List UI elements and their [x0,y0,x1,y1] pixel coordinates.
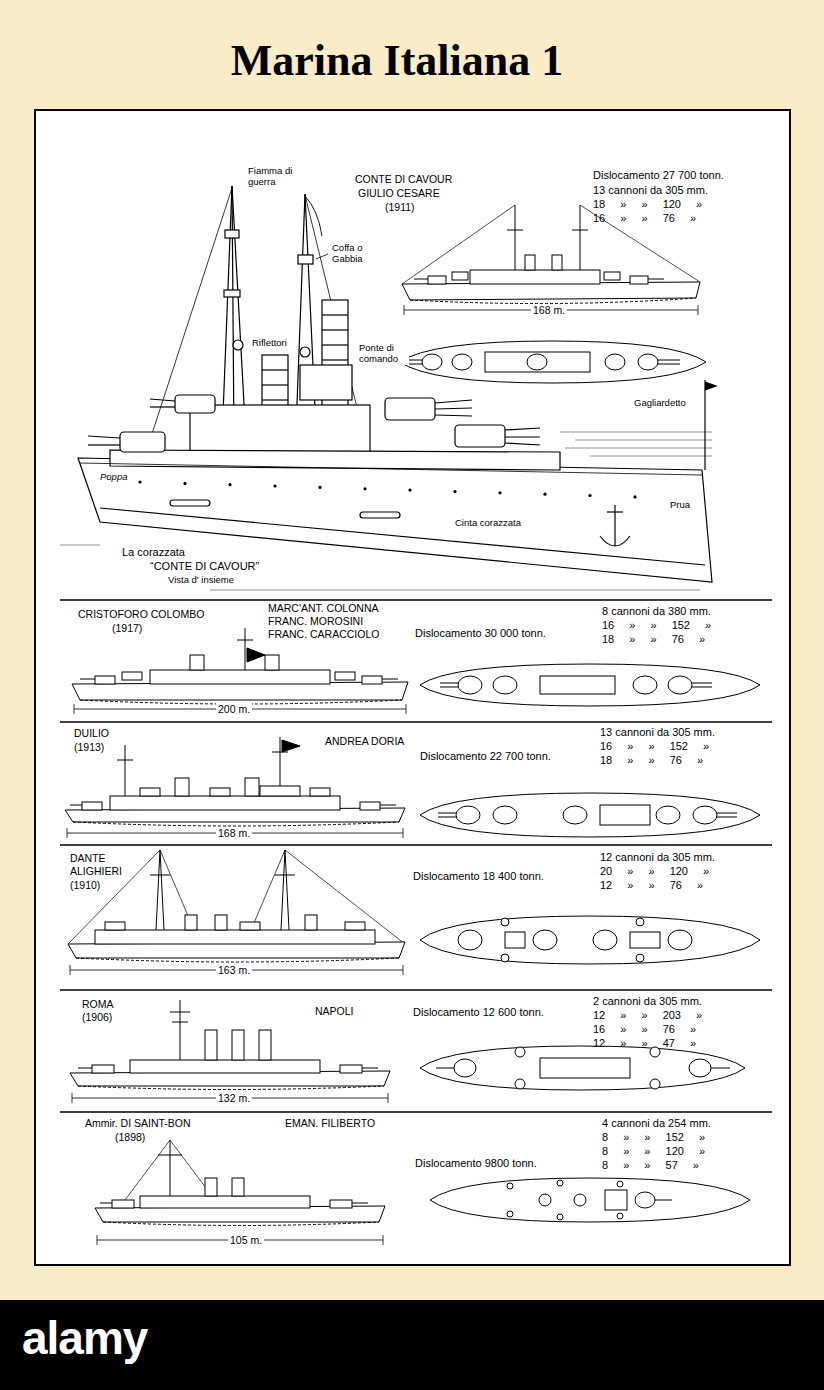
callout-label: Fiamma di guerra [246,166,304,188]
ship-name: (1910) [70,879,100,891]
ship-name: (1898) [115,1131,145,1143]
caption-text: “CONTE DI CAVOUR” [150,560,259,573]
callout-label: Prua [668,500,692,511]
ship-name: CONTE DI CAVOUR [355,173,452,185]
ship-name: EMAN. FILIBERTO [285,1117,375,1129]
spec-text: Dislocamento 22 700 tonn. [420,750,551,763]
ship-name: MARC'ANT. COLONNA [268,602,379,614]
spec-text: Dislocamento 9800 tonn. [415,1157,537,1170]
gun-spec: 18 » » 76 » [600,754,703,767]
row-separators [60,600,772,1112]
caption-text: La corazzata [122,546,185,559]
ship-name: ROMA [82,998,114,1010]
callout-label: Vista d' insieme [168,575,234,586]
ship-plan-view [400,341,706,383]
ship-side-profile [65,737,405,826]
ship-plan-view [420,1046,745,1090]
dimension-label: 168 m. [531,304,567,316]
ship-side-profile [402,205,700,304]
ship-name: (1906) [82,1011,112,1023]
gun-spec: 8 » » 57 » [602,1159,699,1172]
ship-name: FRANC. CARACCIOLO [268,628,379,640]
battleship-illustration [60,186,716,590]
panel-frame [35,110,790,1265]
spec-text: Dislocamento 30 000 tonn. [415,627,546,640]
dimension-label: 163 m. [216,964,252,976]
ship-name: ANDREA DORIA [325,735,404,747]
dimension-label: 200 m. [216,703,252,715]
ship-plan-view [420,916,760,964]
ship-name: (1913) [74,741,104,753]
ship-name: DUILIO [74,727,109,739]
ship-name: CRISTOFORO COLOMBO [78,608,204,620]
gun-spec: 8 » » 120 » [602,1145,705,1158]
gun-spec: 16 » » 76 » [593,1023,696,1036]
gun-spec: 20 » » 120 » [600,865,709,878]
ship-name: FRANC. MOROSINI [268,615,363,627]
ship-side-profile [72,628,408,704]
footer-band [0,1300,824,1390]
spec-text: 4 cannoni da 254 mm. [602,1117,711,1130]
dimension-label: 132 m. [216,1092,252,1104]
ship-name: GIULIO CESARE [358,187,440,199]
gun-spec: 18 » » 120 » [593,198,702,211]
gun-spec: 16 » » 152 » [602,619,711,632]
spec-text: 8 cannoni da 380 mm. [602,605,711,618]
gun-spec: 16 » » 152 » [600,740,709,753]
ship-side-profile [95,1140,385,1226]
dimension-label: 168 m. [216,827,252,839]
ship-name: ALIGHIERI [70,865,122,877]
ship-name: DANTE [70,852,106,864]
spec-text: Dislocamento 12 600 tonn. [413,1006,544,1019]
callout-label: Ponte di comando [357,343,409,365]
ship-name: (1911) [385,201,415,213]
ship-plan-view [420,793,760,837]
dimension-label: 105 m. [228,1234,264,1246]
callout-label: Cinta corazzata [453,518,523,529]
spec-text: 12 cannoni da 305 mm. [600,851,715,864]
gun-spec: 12 » » 203 » [593,1009,702,1022]
spec-text: 2 cannoni da 305 mm. [593,995,702,1008]
ship-name: NAPOLI [315,1005,354,1017]
ship-plan-view [420,664,760,706]
watermark: alamy [22,1313,147,1364]
callout-label: Riflettori [250,338,289,349]
spec-text: Dislocamento 18 400 tonn. [413,870,544,883]
spec-text: 13 cannoni da 305 mm. [593,184,708,197]
ship-side-profile [68,850,405,962]
ship-plan-view [430,1178,750,1222]
callout-label: Coffa o Gabbia [330,243,382,265]
spec-text: 13 cannoni da 305 mm. [600,726,715,739]
gun-spec: 12 » » 47 » [593,1037,696,1050]
spec-text: Dislocamento 27 700 tonn. [593,169,724,182]
gun-spec: 8 » » 152 » [602,1131,705,1144]
callout-label: Gagliardetto [632,398,688,409]
ship-name: Ammir. DI SAINT-BON [85,1117,191,1129]
ship-side-profile [70,1000,390,1090]
ship-name: (1917) [112,622,142,634]
gun-spec: 12 » » 76 » [600,879,703,892]
callout-label: Poppa [98,472,129,483]
gun-spec: 16 » » 76 » [593,212,696,225]
gun-spec: 18 » » 76 » [602,633,705,646]
page-title: Marina Italiana 1 [0,36,794,86]
